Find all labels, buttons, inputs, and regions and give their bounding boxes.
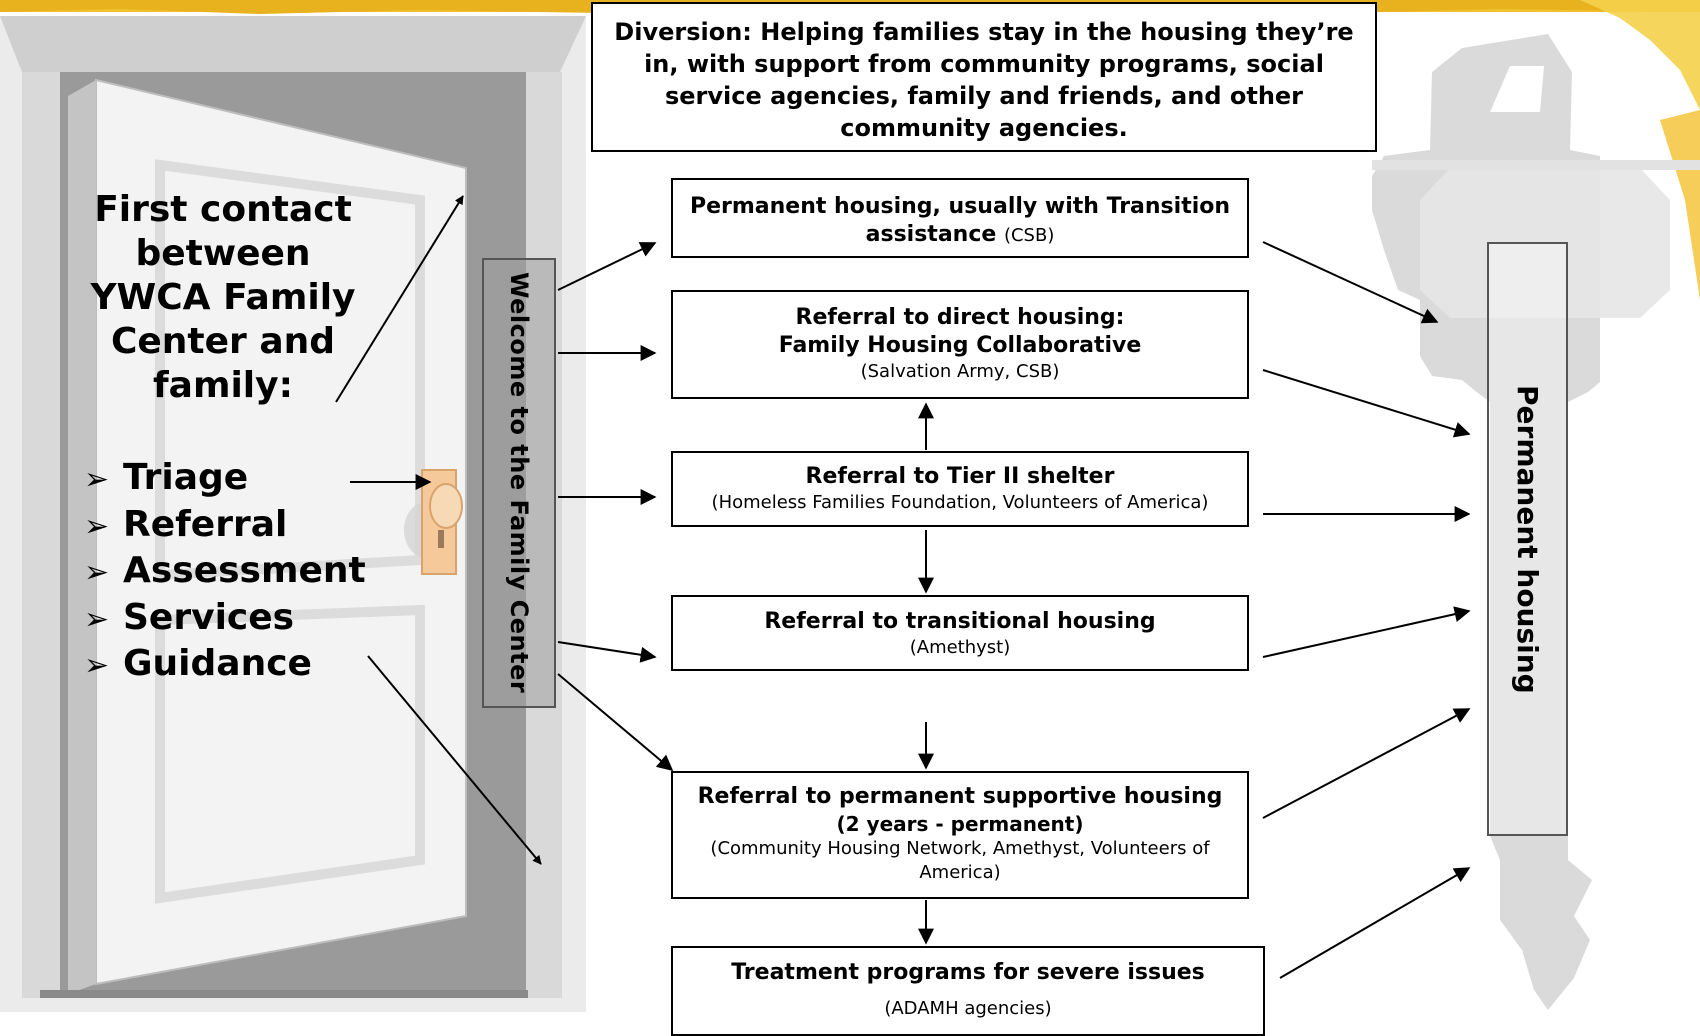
supportive-housing-provider: (Community Housing Network, Amethyst, Vo… <box>710 838 1210 883</box>
direct-housing-provider: (Salvation Army, CSB) <box>860 361 1060 382</box>
arrow-guidance-to-exit <box>367 655 542 865</box>
permanent-housing-provider: (CSB) <box>1003 225 1055 246</box>
open-door-illustration <box>0 16 586 1012</box>
treatment-programs-title: Treatment programs for severe issues <box>731 960 1205 985</box>
direct-housing-box: Referral to direct housing: Family Housi… <box>671 290 1249 399</box>
flow-arrows <box>335 195 1471 979</box>
treatment-programs-box: Treatment programs for severe issues (AD… <box>671 946 1265 1036</box>
step-item: ➢Assessment <box>84 549 366 596</box>
arrow-bullet-icon: ➢ <box>84 601 110 637</box>
arrow-bullet-icon: ➢ <box>84 648 110 683</box>
supportive-housing-duration: (2 years - permanent) <box>836 812 1084 836</box>
step-item: ➢Triage <box>84 456 366 503</box>
welcome-bar: Welcome to the Family Center <box>482 258 556 708</box>
arrow-transitional-to-key <box>1262 606 1471 658</box>
arrow-welcome-to-psh <box>557 673 674 772</box>
tier2-shelter-box: Referral to Tier II shelter (Homeless Fa… <box>671 451 1249 527</box>
diversion-box: Diversion: Helping families stay in the … <box>591 2 1377 152</box>
welcome-label: Welcome to the Family Center <box>505 272 533 694</box>
step-item: ➢Guidance <box>84 642 366 689</box>
arrow-bullet-icon: ➢ <box>84 555 110 590</box>
step-item: ➢Referral <box>84 503 366 550</box>
permanent-housing-bar: Permanent housing <box>1487 242 1568 836</box>
diversion-text: Diversion: Helping families stay in the … <box>614 18 1354 142</box>
direct-housing-program: Family Housing Collaborative <box>778 333 1142 358</box>
arrow-fhc-to-key <box>1262 369 1471 438</box>
transitional-housing-provider: (Amethyst) <box>909 637 1011 658</box>
first-contact-heading: First contact between YWCA Family Center… <box>90 189 356 406</box>
key-illustration <box>1372 34 1700 1010</box>
first-contact-steps: ➢Triage ➢Referral ➢Assessment ➢Services … <box>84 456 366 689</box>
arrow-welcome-to-transitional <box>557 641 657 663</box>
arrow-bullet-icon: ➢ <box>84 462 110 497</box>
treatment-programs-provider: (ADAMH agencies) <box>884 998 1052 1019</box>
permanent-housing-label: Permanent housing <box>1511 384 1544 694</box>
supportive-housing-title: Referral to permanent supportive housing <box>697 784 1223 809</box>
arrow-first-contact-to-door <box>335 195 464 403</box>
step-item: ➢Services <box>84 596 366 643</box>
tier2-shelter-provider: (Homeless Families Foundation, Volunteer… <box>711 492 1209 513</box>
arrow-bullet-icon: ➢ <box>84 508 110 544</box>
arrow-treatment-to-key <box>1279 867 1471 979</box>
arrow-permanent-to-key <box>1262 241 1439 324</box>
permanent-housing-title: Permanent housing, usually with Transiti… <box>689 194 1231 247</box>
permanent-housing-box: Permanent housing, usually with Transiti… <box>671 178 1249 258</box>
direct-housing-title: Referral to direct housing: <box>795 305 1125 330</box>
transitional-housing-box: Referral to transitional housing (Amethy… <box>671 595 1249 671</box>
tier2-shelter-title: Referral to Tier II shelter <box>805 464 1115 489</box>
arrow-psh-to-key <box>1262 708 1471 819</box>
transitional-housing-title: Referral to transitional housing <box>764 609 1156 634</box>
supportive-housing-box: Referral to permanent supportive housing… <box>671 771 1249 899</box>
arrow-welcome-to-permanent <box>557 242 657 291</box>
